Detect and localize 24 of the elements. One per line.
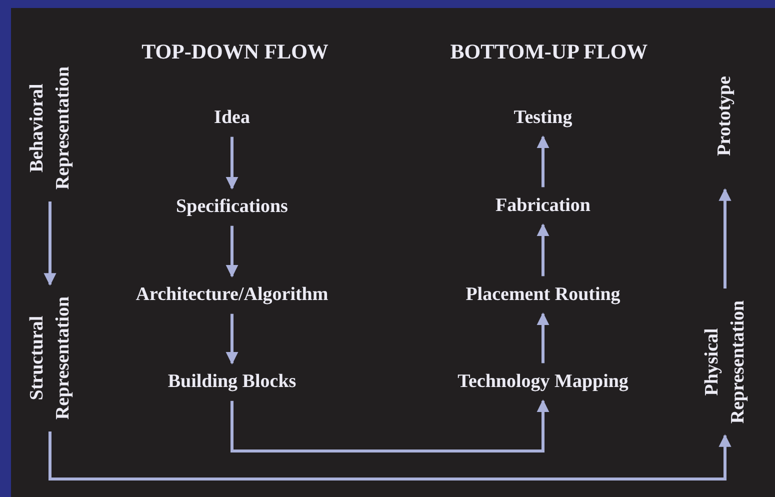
arrow (48, 432, 732, 480)
step-label: Architecture/Algorithm (136, 282, 328, 308)
vertical-label: Behavioral Representation (24, 60, 76, 196)
arrow (226, 314, 238, 364)
arrow (536, 312, 550, 364)
step-label: Fabrication (496, 193, 590, 219)
step-label: Testing (514, 105, 572, 131)
arrow (536, 136, 550, 188)
step-label: Idea (214, 105, 250, 131)
section-heading: TOP-DOWN FLOW (142, 40, 328, 64)
arrow (226, 136, 238, 190)
arrow (536, 224, 550, 276)
arrow (718, 188, 732, 288)
arrow (44, 202, 56, 286)
step-label: Building Blocks (168, 369, 296, 395)
step-label: Specifications (176, 194, 288, 220)
step-label: Placement Routing (466, 282, 620, 308)
arrow (230, 400, 550, 452)
vertical-label: Prototype (712, 48, 738, 184)
vertical-label: Structural Representation (24, 290, 76, 426)
step-label: Technology Mapping (458, 369, 628, 395)
arrow (226, 226, 238, 278)
vertical-label: Physical Representation (699, 294, 751, 430)
section-heading: BOTTOM-UP FLOW (450, 40, 648, 64)
